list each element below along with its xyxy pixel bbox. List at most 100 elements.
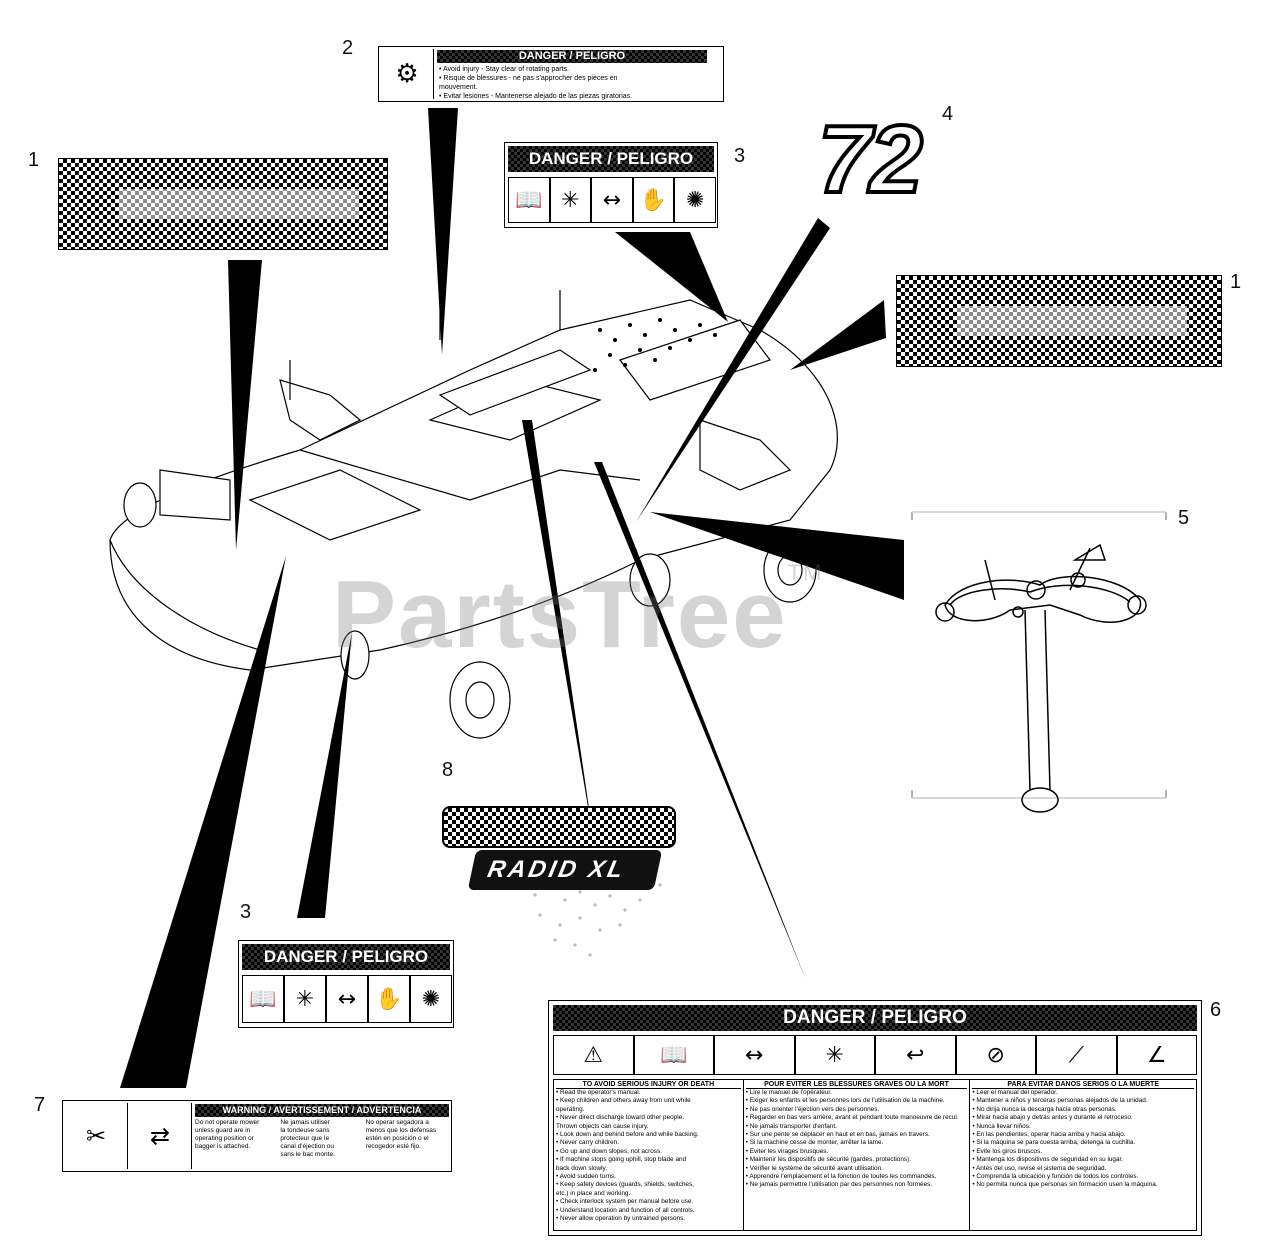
decal-8-dot-field (518, 883, 662, 957)
decal-7-col-en: Do not operate mower unless guard are in… (195, 1119, 280, 1169)
decal-6-safety-instructions: DANGER / PELIGRO ⚠ 📖 ↔ ✳ ↩ ⊘ ⟋ ∠ TO AVOI… (548, 1000, 1202, 1236)
decal-6-col-en-heading: TO AVOID SERIOUS INJURY OR DEATH (556, 1081, 741, 1089)
decal-7-line: protecteur que le (280, 1135, 330, 1142)
decal-7-title: WARNING / AVERTISSEMENT / ADVERTENCIA (195, 1104, 449, 1117)
decal-7-line: No operar segadora a (365, 1119, 429, 1126)
leader-3-top (615, 232, 728, 322)
belt-diagram (911, 511, 1167, 813)
decal-7-line: canal d'éjection ou (280, 1143, 334, 1150)
decal-7-col-fr: Ne jamais utiliser la tondeuse sans prot… (280, 1119, 365, 1169)
list-item: • Go up and down slopes, not across. (556, 1147, 662, 1155)
decal-7-line: bagger is attached. (195, 1143, 251, 1150)
list-item: • Ne pas orienter l'éjection vers des pe… (745, 1105, 880, 1113)
list-item: • Ne jamais transporter d'enfant. (745, 1122, 837, 1130)
decal-2-pictogram: ⚙ (381, 49, 434, 99)
decal-8-top-bar (442, 806, 676, 848)
decal-6-text-columns: TO AVOID SERIOUS INJURY OR DEATH • Read … (553, 1079, 1197, 1231)
decal-7-discharge-warning: ✂ ⇄ WARNING / AVERTISSEMENT / ADVERTENCI… (62, 1100, 452, 1172)
decal-6-col-es-list: • Leer el manual del operador. • Mantene… (972, 1089, 1194, 1190)
decal-7-col-es: No operar segadora a menos que los defen… (366, 1119, 451, 1169)
list-item: • Mirar hacia abajo y detrás antes y dur… (972, 1114, 1133, 1122)
hand-hazard-icon: ✋ (632, 177, 675, 223)
leader-1-right (790, 300, 886, 370)
list-item: • Sur une pente se déplacer en haut et e… (745, 1131, 930, 1139)
decal-4-deck-size: 72 (816, 110, 938, 210)
decal-2-line: • Risque de blessures - ne pas s'approch… (439, 75, 618, 82)
watermark-tm: TM (787, 560, 824, 585)
list-item: • Regarder en bas vers arrière, avant et… (745, 1114, 959, 1122)
list-item: • Eviter les virages brusques. (745, 1147, 829, 1155)
leader-7 (120, 556, 286, 1088)
decal-1-right (896, 275, 1222, 367)
list-item: • Understand location and function of al… (556, 1206, 695, 1214)
list-item: • Avoid sudden turns. (556, 1173, 617, 1181)
thrown-objects-icon: ✳ (794, 1035, 875, 1075)
list-item: • Never allow operation by untrained per… (556, 1215, 686, 1223)
callout-5: 5 (1178, 507, 1190, 529)
list-item: • Antes del uso, revise el sistema de se… (972, 1164, 1107, 1172)
watermark: PartsTreeTM (332, 560, 823, 670)
list-item: • Si la machine cesse de monter, arrêter… (745, 1139, 884, 1147)
list-item: • Evite los giros bruscos. (972, 1147, 1043, 1155)
keep-away-icon: ↔ (591, 177, 633, 223)
list-item: • Comprenda la ubicación y función de to… (972, 1173, 1139, 1181)
decal-6-title: DANGER / PELIGRO (553, 1005, 1197, 1031)
list-item: • Lire le manuel de l'opérateur. (745, 1089, 832, 1096)
list-item: • Ne jamais permettre l'utilisation par … (745, 1181, 933, 1189)
list-item: • Nunca llevar niños. (972, 1122, 1031, 1130)
leader-lines (120, 108, 904, 1088)
read-manual-icon: 📖 (242, 975, 284, 1023)
leader-8 (522, 420, 594, 842)
decal-7-line: estén en posición o el (365, 1135, 429, 1142)
list-item: • Read the operator's manual. (556, 1089, 641, 1096)
decal-7-line: menos que los defensas (365, 1127, 437, 1134)
list-item: • Vérifier le système de sécurité avant … (745, 1164, 883, 1172)
list-item: back down slowly. (556, 1164, 608, 1172)
no-children-icon: ⊘ (955, 1035, 1036, 1075)
decal-2-line: mouvement. (439, 84, 478, 91)
list-item: • Keep children and others away from uni… (556, 1097, 691, 1105)
decal-7-line: operating position or (195, 1135, 254, 1142)
deck-perforations (593, 318, 717, 372)
callout-3-bottom: 3 (240, 901, 252, 923)
decal-1-left-center-band (119, 189, 359, 219)
decal-6-col-fr-list: • Lire le manuel de l'opérateur. • Exige… (746, 1089, 968, 1190)
list-item: • No dirija nunca la descarga hacia otra… (972, 1105, 1117, 1113)
list-item: • Never direct discharge toward other pe… (556, 1114, 684, 1122)
list-item: • Leer el manual del operador. (972, 1089, 1058, 1096)
callout-1-left: 1 (28, 149, 40, 171)
list-item: • If machine stops going uphill, stop bl… (556, 1156, 687, 1164)
leader-2 (428, 108, 458, 355)
decal-7-line: Ne jamais utiliser (280, 1119, 330, 1126)
callout-2: 2 (342, 37, 354, 59)
leader-1-left (228, 260, 262, 550)
decal-2-title: DANGER / PELIGRO (437, 50, 707, 63)
decal-7-pictogram-1: ✂ (65, 1103, 128, 1169)
thrown-objects-icon: ✳ (284, 975, 326, 1023)
list-item: • Mantenga los dispositivos de seguridad… (972, 1156, 1124, 1164)
keep-away-icon: ↔ (714, 1035, 795, 1075)
decal-2-rotating-parts: ⚙ DANGER / PELIGRO • Avoid injury - Stay… (378, 46, 724, 102)
decal-8-logo: RADID XL (467, 850, 663, 890)
decal-3-bottom-icons: 📖 ✳ ↔ ✋ ✺ (242, 975, 452, 1023)
list-item: • Keep safety devices (guards, shields, … (556, 1181, 694, 1189)
decal-6-col-es-heading: PARA EVITAR DANOS SERIOS O LA MUERTE (972, 1081, 1194, 1089)
decal-3-top: DANGER / PELIGRO 📖 ✳ ↔ ✋ ✺ (504, 142, 718, 228)
callout-7: 7 (34, 1094, 46, 1116)
backing-hazard-icon: ↩ (875, 1035, 956, 1075)
list-item: Thrown objects can cause injury. (556, 1122, 649, 1130)
blade-icon: ✺ (674, 177, 716, 223)
warning-triangle-icon: ⚠ (553, 1035, 634, 1075)
hand-hazard-icon: ✋ (368, 975, 410, 1023)
leader-5 (650, 512, 904, 600)
decal-7-line: sans le bac monte. (280, 1151, 335, 1158)
decal-2-text: • Avoid injury - Stay clear of rotating … (439, 65, 709, 101)
leader-6 (594, 462, 806, 980)
decal-6-icons: ⚠ 📖 ↔ ✳ ↩ ⊘ ⟋ ∠ (553, 1035, 1197, 1075)
decal-3-bottom: DANGER / PELIGRO 📖 ✳ ↔ ✋ ✺ (238, 940, 454, 1028)
decal-6-col-es: PARA EVITAR DANOS SERIOS O LA MUERTE • L… (970, 1079, 1197, 1231)
decal-6-col-fr: POUR EVITER LES BLESSURES GRAVES OU LA M… (743, 1079, 971, 1231)
list-item: • Check interlock system per manual befo… (556, 1198, 694, 1206)
decal-7-line: la tondeuse sans (280, 1127, 330, 1134)
